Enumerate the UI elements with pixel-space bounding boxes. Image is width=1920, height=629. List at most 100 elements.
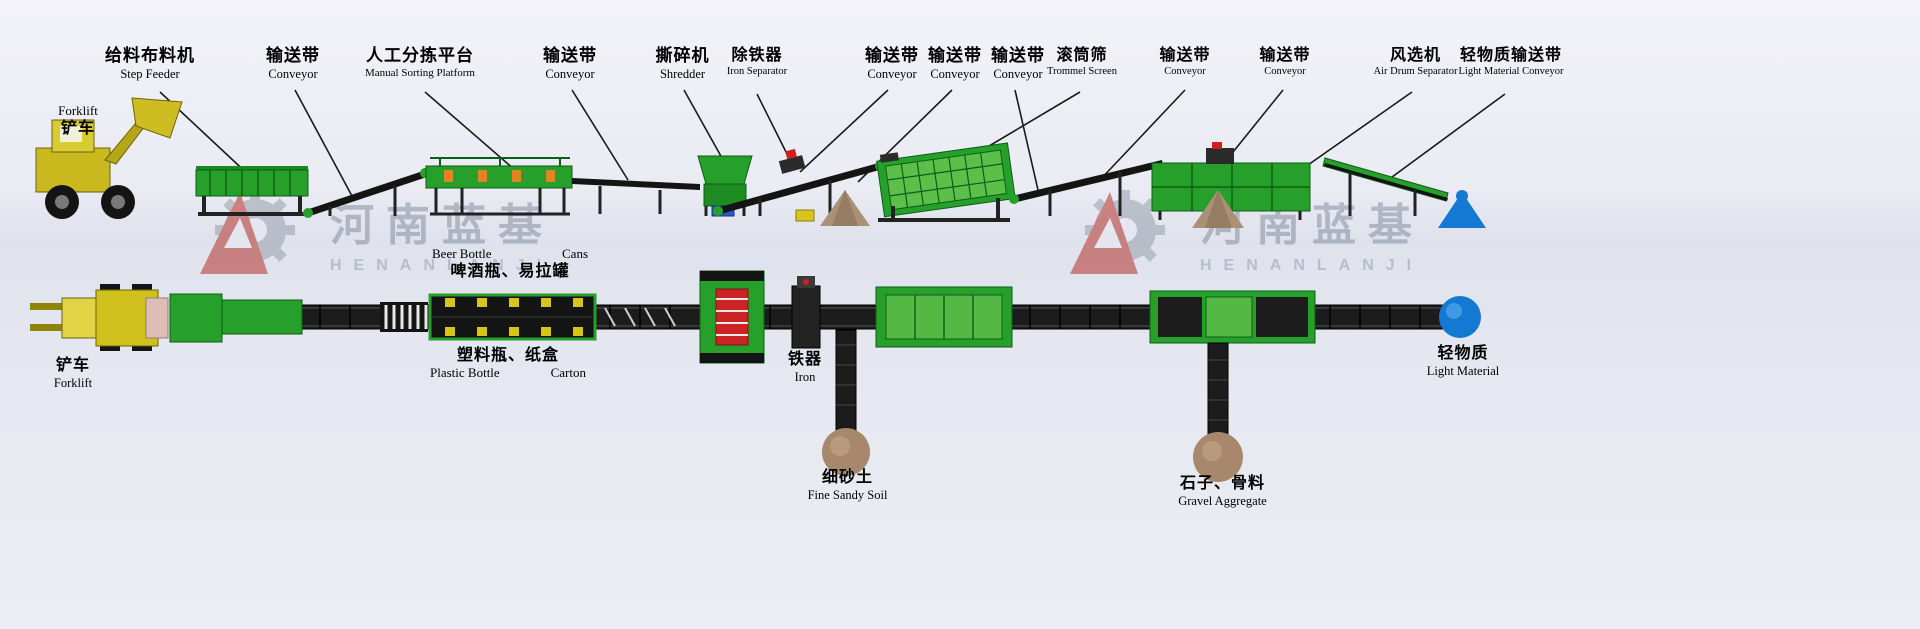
label-forklift-bottom-zh: 铲车 [55,357,90,374]
label-fine-sandy-soil-zh: 细砂土 [821,469,873,486]
label-manual-sorting-en: Manual Sorting Platform [365,67,475,80]
step-feeder-plan [169,293,223,343]
label-light-material: 轻物质 Light Material [1408,344,1518,379]
label-light-material-en: Light Material [1426,364,1500,379]
watermark-zh: 河南蓝基 [330,201,554,250]
conveyor-3-side [713,161,885,216]
label-trommel-screen: 滚筒筛 Trommel Screen [1042,46,1122,79]
ladder-section-plan [380,302,428,332]
collection-bin-side [795,209,815,222]
shredder-plan [699,270,765,364]
label-iron-separator-en: Iron Separator [726,66,788,78]
watermark-en: HENANLANJI [330,257,554,274]
label-conveyor-3: 输送带 Conveyor [857,46,927,82]
label-forklift-bottom: 铲车 Forklift [38,356,108,391]
trommel-screen-side [876,142,1016,222]
feeder-discharge-plan [221,299,303,335]
watermark-text: 河南蓝基 HENANLANJI [1200,189,1424,275]
label-conveyor-1: 输送带 Conveyor [258,46,328,82]
label-shredder-en: Shredder [659,67,706,82]
label-iron: 铁器 Iron [775,350,835,385]
iron-separator-side [778,148,806,174]
label-conveyor-5-zh: 输送带 [991,46,1045,65]
label-forklift-top: Forklift 铲车 [38,102,118,138]
iron-separator-plan [791,276,821,349]
label-beer-bottle-en: Beer Bottle [432,246,492,261]
label-step-feeder: 给料布料机 Step Feeder [85,46,215,82]
watermark-en: HENANLANJI [1200,257,1424,274]
label-trommel-screen-zh: 滚筒筛 [1056,47,1108,64]
label-conveyor-2-zh: 输送带 [543,46,597,65]
label-cans-en: Cans [562,246,588,261]
plan-view [30,270,1481,482]
label-forklift-bottom-en: Forklift [53,376,93,391]
label-beer-cans-en-row: Beer Bottle Cans [430,246,590,262]
lanji-gear-logo-icon [1070,190,1165,274]
label-forklift-top-zh: 铲车 [60,119,95,137]
label-gravel-aggregate: 石子、骨料 Gravel Aggregate [1155,474,1290,509]
conveyor-2-side [572,178,700,214]
label-forklift-top-en: Forklift [58,103,98,118]
main-conveyor-plan [221,304,1449,330]
label-conveyor-7-zh: 输送带 [1259,47,1311,64]
label-conveyor-4-en: Conveyor [930,67,980,82]
label-gravel-aggregate-zh: 石子、骨料 [1179,475,1265,492]
label-conveyor-3-en: Conveyor [867,67,917,82]
label-conveyor-4: 输送带 Conveyor [920,46,990,82]
sorting-platform-plan [428,293,597,341]
label-iron-separator-zh: 除铁器 [731,47,783,64]
label-fine-sandy-soil: 细砂土 Fine Sandy Soil [790,468,905,503]
label-step-feeder-zh: 给料布料机 [105,46,195,65]
light-material-cone [1438,190,1486,228]
forklift-plan [30,284,159,351]
label-plastic-carton-zh: 塑料瓶、纸盒 [456,347,559,364]
label-conveyor-7: 输送带 Conveyor [1250,46,1320,79]
label-conveyor-2: 输送带 Conveyor [535,46,605,82]
hopper-plan [145,297,169,339]
label-iron-separator: 除铁器 Iron Separator [718,46,796,79]
label-beer-cans-zh: 啤酒瓶、易拉罐 [450,262,570,280]
label-shredder: 撕碎机 Shredder [650,46,715,82]
label-carton-en: Carton [550,365,586,381]
label-conveyor-6-zh: 输送带 [1159,47,1211,64]
light-material-ball [1439,296,1481,338]
label-air-drum-separator-en: Air Drum Separator [1373,66,1458,78]
label-conveyor-1-en: Conveyor [268,67,318,82]
label-shredder-zh: 撕碎机 [655,46,710,65]
label-manual-sorting-platform: 人工分拣平台 Manual Sorting Platform [355,46,485,81]
label-plastic-carton-en-row: Plastic Bottle Carton [428,365,588,381]
label-conveyor-2-en: Conveyor [545,67,595,82]
label-plastic-bottle-carton: 塑料瓶、纸盒 Plastic Bottle Carton [428,346,588,381]
gravel-branch [1193,342,1243,482]
label-step-feeder-en: Step Feeder [120,67,180,82]
label-conveyor-6-en: Conveyor [1164,66,1206,78]
label-trommel-screen-en: Trommel Screen [1047,66,1117,78]
label-light-material-conveyor-en: Light Material Conveyor [1458,66,1564,78]
label-light-material-zh: 轻物质 [1437,345,1489,362]
shredder-side [697,155,753,217]
label-conveyor-6: 输送带 Conveyor [1150,46,1220,79]
label-air-drum-separator: 风选机 Air Drum Separator [1368,46,1463,79]
label-light-material-conveyor-zh: 轻物质输送带 [1459,47,1562,64]
label-beer-bottle-cans: Beer Bottle Cans 啤酒瓶、易拉罐 [430,246,590,281]
label-iron-en: Iron [794,370,816,385]
lanji-gear-logo-icon [200,190,295,274]
label-manual-sorting-zh: 人工分拣平台 [366,46,474,65]
label-conveyor-7-en: Conveyor [1264,66,1306,78]
watermark-zh: 河南蓝基 [1200,201,1424,250]
belt-hatch-marks [604,307,676,327]
label-plastic-bottle-en: Plastic Bottle [430,365,500,381]
label-air-drum-separator-zh: 风选机 [1389,47,1441,64]
air-drum-separator-plan [1149,290,1316,344]
label-conveyor-4-zh: 输送带 [928,46,982,65]
label-conveyor-3-zh: 输送带 [865,46,919,65]
label-conveyor-5: 输送带 Conveyor [983,46,1053,82]
label-conveyor-5-en: Conveyor [993,67,1043,82]
watermark-logo-right: 河南蓝基 HENANLANJI [1030,182,1424,282]
label-gravel-aggregate-en: Gravel Aggregate [1178,494,1267,509]
label-iron-zh: 铁器 [787,351,822,368]
label-fine-sandy-soil-en: Fine Sandy Soil [807,488,888,503]
label-conveyor-1-zh: 输送带 [266,46,320,65]
